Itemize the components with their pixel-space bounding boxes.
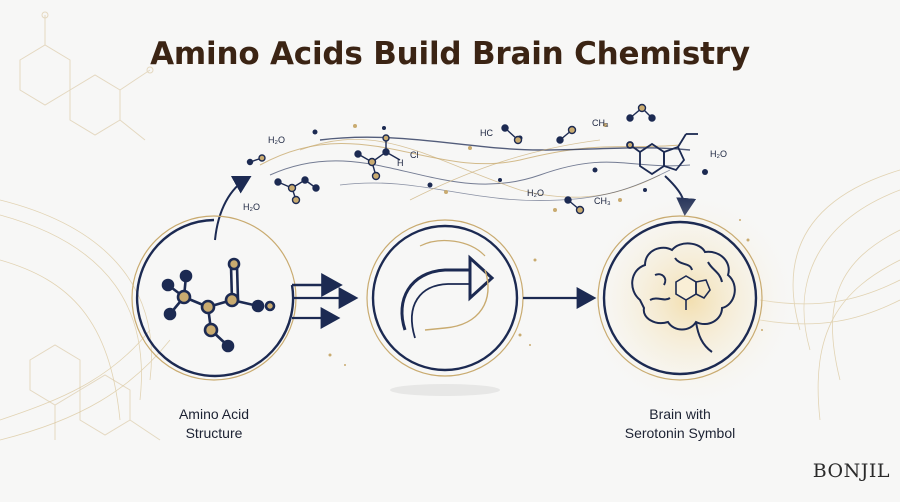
sparkle-particles bbox=[328, 219, 763, 366]
brain-icon bbox=[631, 242, 736, 353]
formula-ch3-label: CH₃ bbox=[592, 118, 609, 128]
formula-ch3-label: CH₃ bbox=[594, 196, 611, 206]
formula-h2o-label: H₂O bbox=[268, 135, 285, 145]
stream-entry-arrow bbox=[214, 176, 252, 241]
conversion-circle bbox=[366, 219, 524, 377]
caption-line: Serotonin Symbol bbox=[624, 425, 736, 441]
page-title: Amino Acids Build Brain Chemistry bbox=[150, 36, 750, 72]
center-shadow bbox=[390, 384, 500, 396]
small-molecule-b bbox=[354, 134, 401, 181]
small-molecule-a bbox=[274, 176, 320, 205]
molecular-stream bbox=[259, 136, 691, 201]
amino-acid-molecule-icon bbox=[161, 257, 276, 353]
small-molecule-c bbox=[246, 103, 656, 215]
serotonin-ring-icon bbox=[675, 275, 711, 310]
brain-caption: Brain with Serotonin Symbol bbox=[580, 405, 780, 443]
background-molecule-decoration bbox=[19, 11, 161, 441]
connector-arrows-left bbox=[292, 287, 359, 329]
caption-line: Structure bbox=[185, 425, 243, 441]
caption-line: Amino Acid bbox=[178, 406, 250, 422]
formula-hc-label: HC bbox=[480, 128, 493, 138]
formula-cl-label: Cl bbox=[410, 150, 419, 160]
serotonin-structure-icon bbox=[626, 133, 698, 176]
brain-glow bbox=[580, 190, 800, 410]
caption-line: Brain with bbox=[649, 406, 711, 422]
brand-logo-text: BONJIL bbox=[812, 460, 890, 482]
amino-acid-caption: Amino Acid Structure bbox=[114, 405, 314, 443]
recycle-arrows-icon bbox=[400, 239, 495, 339]
formula-h-label: H bbox=[397, 158, 404, 168]
formula-h2o-label: H₂O bbox=[710, 149, 727, 159]
formula-h2o-label: H₂O bbox=[243, 202, 260, 212]
formula-h2o-label: H₂O bbox=[527, 188, 544, 198]
brain-circle bbox=[597, 215, 763, 381]
